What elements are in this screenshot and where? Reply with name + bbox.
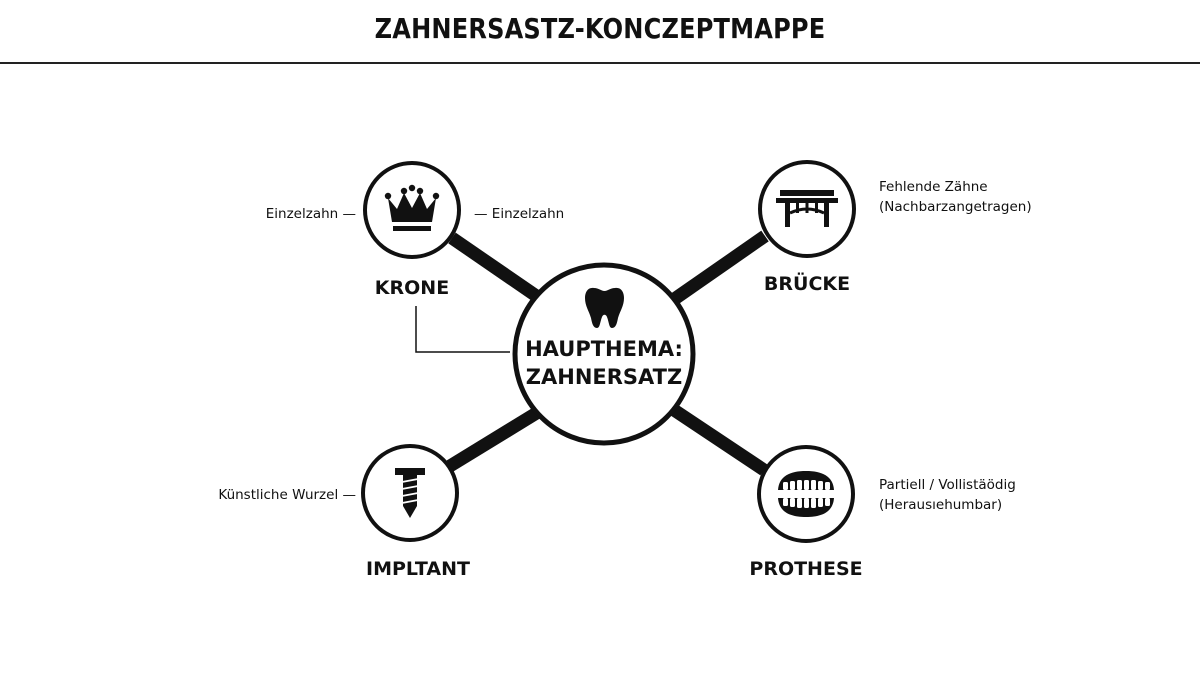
hub-label-line1: HAUPTHEMA:: [525, 337, 683, 361]
title-divider: [0, 62, 1200, 64]
prothese-note-line1: Partiell / Vollistäödig: [879, 477, 1016, 493]
implantat-label: IMPLTANT: [366, 558, 470, 580]
node-krone[interactable]: KRONE Einzelzahn — — Einzelzahn: [266, 161, 565, 299]
krone-note-left: Einzelzahn —: [266, 206, 356, 222]
screw-icon: [395, 468, 425, 518]
hub-node[interactable]: HAUPTHEMA: ZAHNERSATZ: [512, 262, 696, 446]
node-bruecke[interactable]: BRÜCKE Fehlende Zähne (Nachbarzangetrage…: [758, 160, 1032, 295]
implantat-note: Künstliche Wurzel —: [218, 487, 356, 503]
node-prothese[interactable]: PROTHESE Partiell / Vollistäödig (Heraus…: [749, 445, 1016, 580]
prothese-circle: [757, 445, 855, 543]
krone-label: KRONE: [375, 277, 449, 299]
bridge-icon: [776, 190, 838, 227]
bruecke-note-line1: Fehlende Zähne: [879, 179, 988, 195]
crown-icon: [384, 184, 440, 231]
hub-label-line2: ZAHNERSATZ: [526, 365, 682, 389]
connector-bruecke: [669, 230, 769, 306]
connector-implantat: [446, 400, 552, 472]
bruecke-note-line2: (Nachbarzangetragen): [879, 199, 1032, 215]
node-implantat[interactable]: IMPLTANT Künstliche Wurzel —: [218, 444, 470, 580]
krone-note-right: — Einzelzahn: [474, 206, 564, 222]
prothese-note-line2: (Herausıehumbar): [879, 497, 1002, 513]
prothese-label: PROTHESE: [749, 558, 862, 580]
krone-bracket-line: [415, 306, 510, 353]
connector-krone: [448, 232, 552, 310]
hub-circle: [512, 262, 696, 446]
bruecke-label: BRÜCKE: [764, 271, 850, 295]
page-title: ZAHNERSASTZ-KONCZEPTMAPPE: [374, 12, 826, 45]
tooth-icon: [585, 287, 624, 328]
connectors: [446, 230, 769, 476]
connector-prothese: [667, 402, 768, 476]
denture-icon: [778, 471, 834, 517]
